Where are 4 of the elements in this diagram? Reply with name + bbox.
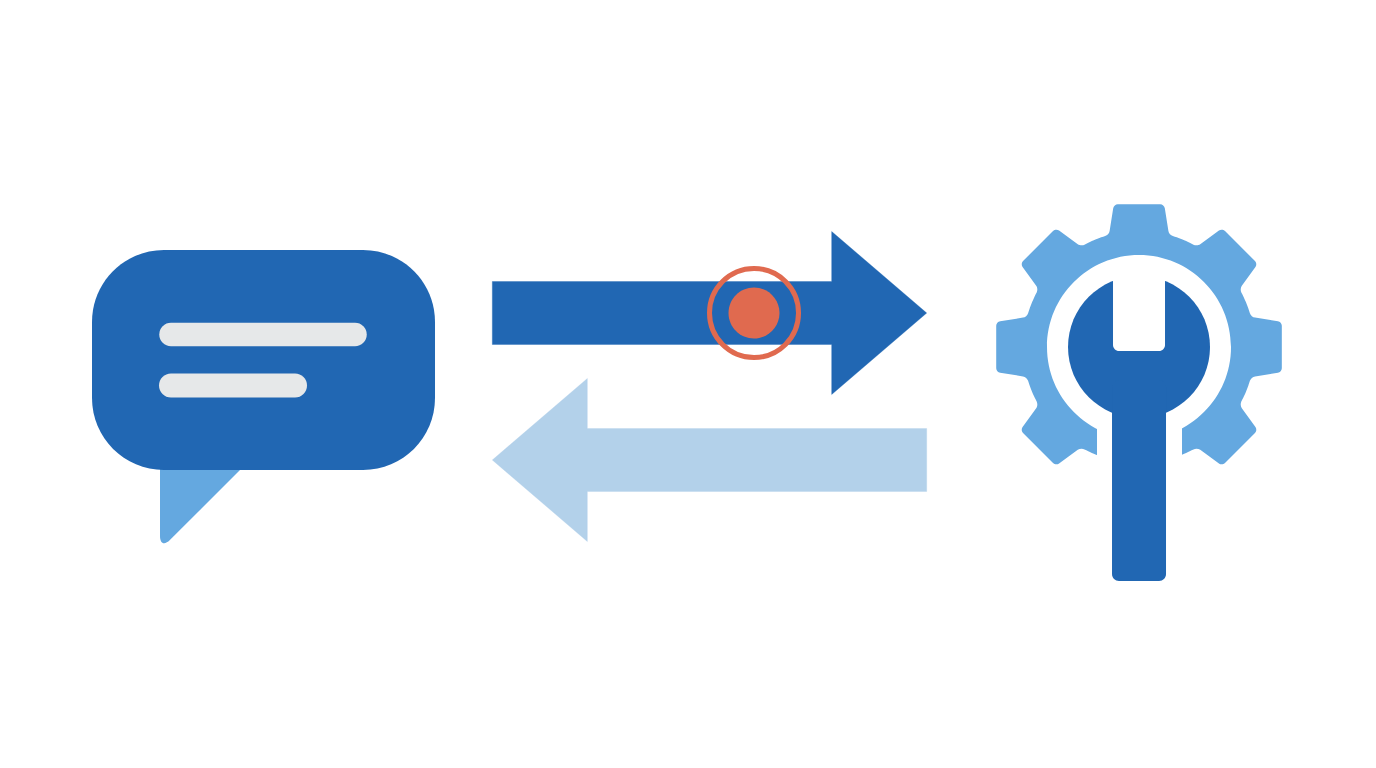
- speech-bubble-icon: [92, 250, 435, 544]
- block-arrow: [492, 231, 927, 395]
- block-arrow: [492, 378, 927, 542]
- gear-wrench-icon: [996, 204, 1282, 581]
